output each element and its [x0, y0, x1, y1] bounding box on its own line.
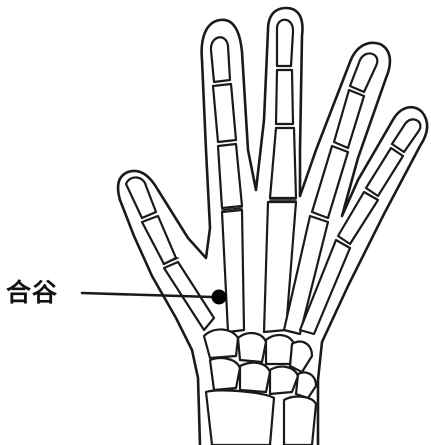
carpal-bones	[204, 329, 316, 398]
forearm-bones	[206, 390, 316, 445]
middle-phalanges	[213, 70, 403, 196]
metacarpals	[164, 202, 350, 334]
acupoint-marker	[212, 290, 227, 305]
acupoint-label: 合谷	[6, 278, 58, 308]
